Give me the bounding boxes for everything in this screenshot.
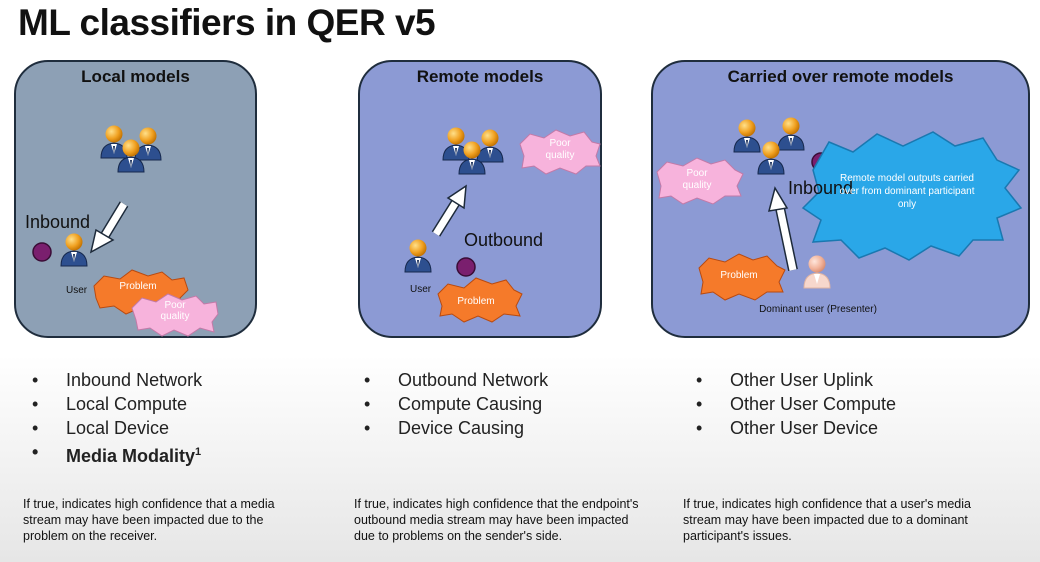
panel-carried-over-models: Carried over remote models Inbound Remot… [651, 60, 1030, 338]
users-group-icon [442, 127, 504, 175]
panel-remote-models: Remote models Outbound User Problem Poor… [358, 60, 602, 338]
bullet-item: Media Modality1 [32, 440, 202, 468]
bullet-text: Media Modality [66, 446, 196, 466]
users-group-icon [733, 117, 805, 175]
user-icon [803, 255, 831, 289]
remote-models-diagram [404, 127, 601, 323]
bullet-item: Inbound Network [32, 368, 202, 392]
bullet-item: Outbound Network [364, 368, 548, 392]
users-group-icon [100, 125, 162, 173]
problem-tag: Problem [457, 296, 495, 307]
panel-local-models: Local models Inbound User Problem Poor q… [14, 60, 257, 338]
burst-tag-icon [519, 129, 601, 175]
local-bullets: Inbound Network Local Compute Local Devi… [32, 368, 202, 468]
user-label: User [410, 284, 432, 295]
arrow-icon [431, 184, 467, 237]
bullet-item: Local Device [32, 416, 202, 440]
user-icon [60, 233, 88, 267]
callout-text: Remote model outputs carried over from d… [839, 173, 975, 210]
arrow-icon [767, 186, 798, 272]
bullet-item: Other User Uplink [696, 368, 896, 392]
problem-tag: Problem [119, 281, 157, 292]
user-icon [404, 239, 432, 273]
burst-tag-icon [131, 293, 219, 337]
bullet-item: Compute Causing [364, 392, 548, 416]
remote-bullets: Outbound Network Compute Causing Device … [364, 368, 548, 440]
inbound-label: Inbound [788, 178, 854, 198]
panel-title: Remote models [416, 67, 544, 86]
local-models-diagram [32, 125, 219, 337]
remote-description: If true, indicates high confidence that … [354, 497, 639, 543]
indicator-dot-icon [32, 242, 52, 262]
arrow-icon [89, 201, 129, 254]
bullet-item: Other User Compute [696, 392, 896, 416]
callout-burst-icon [801, 131, 1023, 261]
poor-quality-tag: Poor quality [682, 168, 712, 191]
carried-description: If true, indicates high confidence that … [683, 497, 971, 543]
bullet-item: Device Causing [364, 416, 548, 440]
burst-tag-icon [437, 277, 523, 323]
burst-tag-icon [656, 157, 744, 205]
inbound-label: Inbound [25, 212, 91, 232]
slide-title: ML classifiers in QER v5 [18, 2, 436, 43]
carried-bullets: Other User Uplink Other User Compute Oth… [696, 368, 896, 440]
poor-quality-tag: Poor quality [160, 300, 190, 322]
poor-quality-tag: Poor quality [545, 138, 575, 161]
bullet-item: Other User Device [696, 416, 896, 440]
indicator-dot-icon [456, 257, 476, 277]
panel-title: Carried over remote models [727, 67, 954, 86]
problem-tag: Problem [720, 270, 758, 281]
outbound-label: Outbound [464, 230, 544, 250]
carried-over-diagram [656, 117, 1023, 301]
local-description: If true, indicates high confidence that … [23, 497, 275, 543]
footnote-mark: 1 [195, 446, 202, 458]
bullet-item: Local Compute [32, 392, 202, 416]
panel-title: Local models [81, 67, 190, 86]
dominant-user-label: Dominant user (Presenter) [759, 304, 877, 315]
burst-tag-icon [698, 253, 786, 301]
user-label: User [66, 285, 88, 296]
